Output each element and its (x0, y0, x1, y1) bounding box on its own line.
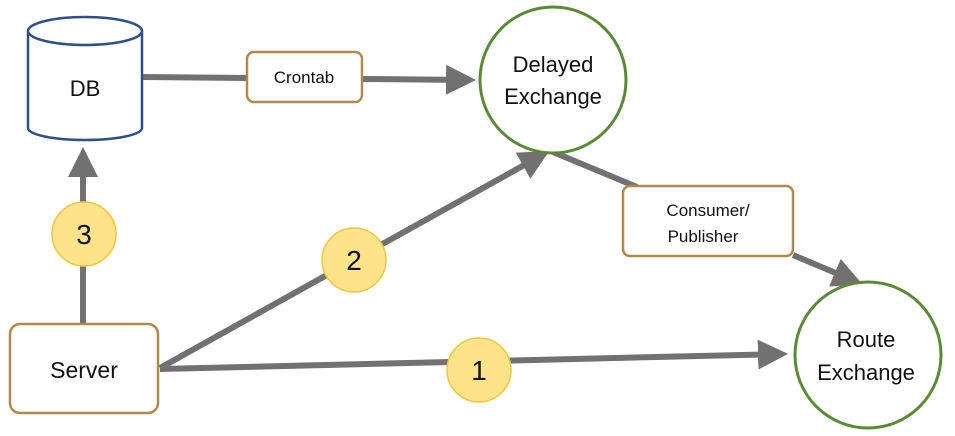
arrow-consumer-to-route-exchange (791, 252, 863, 287)
delayed-exchange-circle (478, 5, 628, 155)
db-node: DB (26, 15, 144, 142)
step-badge-3: 3 (51, 201, 117, 267)
crontab-label: Crontab (274, 68, 334, 87)
step-badge-2: 2 (321, 227, 387, 293)
route-exchange-label-line2: Exchange (817, 360, 915, 385)
step-badge-3-label: 3 (76, 219, 92, 250)
step-badge-1-label: 1 (471, 355, 487, 386)
crontab-box (245, 50, 364, 104)
route-exchange-circle (793, 280, 943, 430)
step-badge-1: 1 (446, 337, 512, 403)
delayed-exchange-label-line2: Exchange (504, 84, 602, 109)
crontab-node: Crontab (245, 50, 364, 104)
consumer-publisher-label-line1: Consumer/ (666, 201, 749, 220)
consumer-publisher-box (621, 184, 795, 258)
step-badge-3-circle (51, 201, 117, 267)
route-exchange-label-line1: Route (837, 327, 896, 352)
consumer-publisher-label-line2: Publisher (668, 227, 739, 246)
route-exchange-node: Route Exchange (793, 280, 943, 430)
delayed-exchange-node: Delayed Exchange (478, 5, 628, 155)
delayed-exchange-label-line1: Delayed (513, 52, 594, 77)
step-badge-2-circle (321, 227, 387, 293)
db-label: DB (70, 76, 101, 101)
arrow-crontab-to-delayed-exchange (361, 64, 476, 95)
arrow-db-to-crontab (142, 74, 249, 81)
arrow-delayed-exchange-to-consumer (551, 149, 639, 190)
server-box (8, 322, 160, 415)
server-label: Server (50, 357, 118, 383)
consumer-publisher-node: Consumer/ Publisher (621, 184, 795, 258)
step-badge-1-circle (446, 337, 512, 403)
step-badge-2-label: 2 (346, 245, 362, 276)
server-node: Server (8, 322, 160, 415)
db-cylinder-top (26, 15, 144, 47)
db-cylinder-body (26, 31, 144, 142)
